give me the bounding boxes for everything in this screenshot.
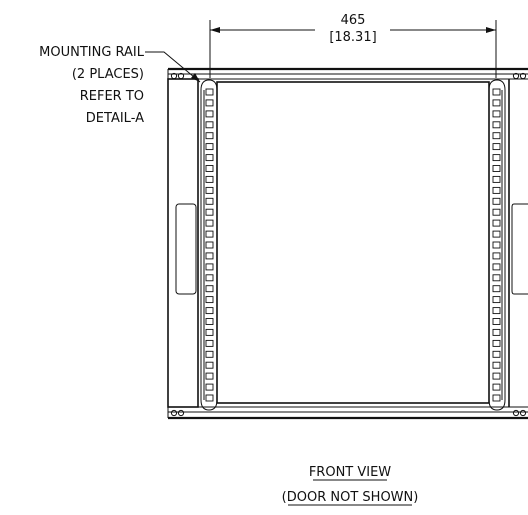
caption-subtitle: (DOOR NOT SHOWN) xyxy=(282,490,419,505)
right-rail-slot xyxy=(492,208,501,216)
dimension-imperial: [18.31] xyxy=(329,30,376,45)
right-rail-slot xyxy=(492,361,501,369)
left-rail-slot xyxy=(205,252,214,260)
right-rail-slot xyxy=(492,274,501,282)
arrowhead-right xyxy=(486,27,496,33)
right-rail-slot xyxy=(492,165,501,172)
left-rail-slot xyxy=(205,361,214,369)
mounting-rail-callout: MOUNTING RAIL (2 PLACES) REFER TO DETAIL… xyxy=(39,45,201,126)
rail-left-slots xyxy=(205,88,214,402)
left-rail-slot xyxy=(205,132,214,140)
rail-right-slots xyxy=(492,88,501,402)
screw-bottom-left xyxy=(170,409,185,417)
right-rail-slot xyxy=(492,394,501,402)
screw-top-left xyxy=(170,72,185,80)
rail-left-outline xyxy=(200,79,218,411)
callout-line-4: DETAIL-A xyxy=(86,111,144,126)
right-rail-slot xyxy=(492,350,501,358)
right-rail-slot xyxy=(492,241,501,249)
right-rail-slot xyxy=(492,328,501,336)
left-rail-slot xyxy=(205,99,214,107)
dimension-metric: 465 xyxy=(341,13,366,28)
right-rail-slot xyxy=(492,197,501,205)
overall-width-dimension: 465 [18.31] xyxy=(209,13,497,78)
right-rail-slot xyxy=(492,219,501,227)
view-caption: FRONT VIEW (DOOR NOT SHOWN) xyxy=(282,465,419,506)
callout-line-3: REFER TO xyxy=(80,89,144,104)
inner-opening xyxy=(216,81,490,404)
left-rail-slot xyxy=(205,186,214,194)
left-rail-slot xyxy=(205,219,214,227)
right-rail-slot xyxy=(492,372,501,380)
left-rail-slot xyxy=(205,121,214,129)
right-rail-slot xyxy=(492,285,501,293)
left-rail-slot xyxy=(205,165,214,172)
right-rail-slot xyxy=(492,339,501,347)
cabinet-frame xyxy=(167,67,528,420)
right-rail-slot xyxy=(492,143,501,151)
rail-right-outline xyxy=(488,79,506,411)
left-rail-slot xyxy=(205,394,214,402)
screw-bottom-right xyxy=(512,409,527,417)
left-rail-slot xyxy=(205,88,214,96)
left-rail-slot xyxy=(205,339,214,347)
right-rail-slot xyxy=(492,121,501,129)
left-rail-slot xyxy=(205,241,214,249)
left-rail-slot xyxy=(205,350,214,358)
right-handle-cutout xyxy=(511,203,528,295)
right-rail-slot xyxy=(492,307,501,315)
callout-leader xyxy=(145,51,201,83)
right-rail-slot xyxy=(492,110,501,118)
left-rail-slot xyxy=(205,274,214,282)
left-rail-slot xyxy=(205,383,214,391)
right-rail-slot xyxy=(492,318,501,325)
right-rail-slot xyxy=(492,263,501,271)
right-rail-slot xyxy=(492,88,501,96)
right-rail-slot xyxy=(492,175,501,183)
right-rail-slot xyxy=(492,186,501,194)
left-rail-slot xyxy=(205,208,214,216)
callout-line-1: MOUNTING RAIL xyxy=(39,45,145,60)
screw-top-right xyxy=(512,72,527,80)
right-rail-slot xyxy=(492,252,501,260)
arrowhead-left xyxy=(210,27,220,33)
left-rail-slot xyxy=(205,175,214,183)
mounting-rail-right xyxy=(488,79,506,411)
left-rail-slot xyxy=(205,197,214,205)
right-rail-slot xyxy=(492,383,501,391)
left-rail-slot xyxy=(205,318,214,325)
left-rail-slot xyxy=(205,372,214,380)
mounting-rail-left xyxy=(200,79,218,411)
right-rail-slot xyxy=(492,230,501,238)
left-rail-slot xyxy=(205,230,214,238)
right-rail-slot xyxy=(492,154,501,162)
left-rail-slot xyxy=(205,307,214,315)
left-rail-slot xyxy=(205,110,214,118)
caption-title: FRONT VIEW xyxy=(309,465,391,480)
left-rail-slot xyxy=(205,285,214,293)
right-rail-slot xyxy=(492,296,501,304)
left-rail-slot xyxy=(205,154,214,162)
right-rail-slot xyxy=(492,132,501,140)
left-rail-slot xyxy=(205,296,214,304)
left-side-panel xyxy=(167,78,199,408)
right-rail-slot xyxy=(492,99,501,107)
left-rail-slot xyxy=(205,263,214,271)
callout-line-2: (2 PLACES) xyxy=(72,67,144,82)
left-rail-slot xyxy=(205,143,214,151)
left-handle-cutout xyxy=(175,203,197,295)
left-rail-slot xyxy=(205,328,214,336)
